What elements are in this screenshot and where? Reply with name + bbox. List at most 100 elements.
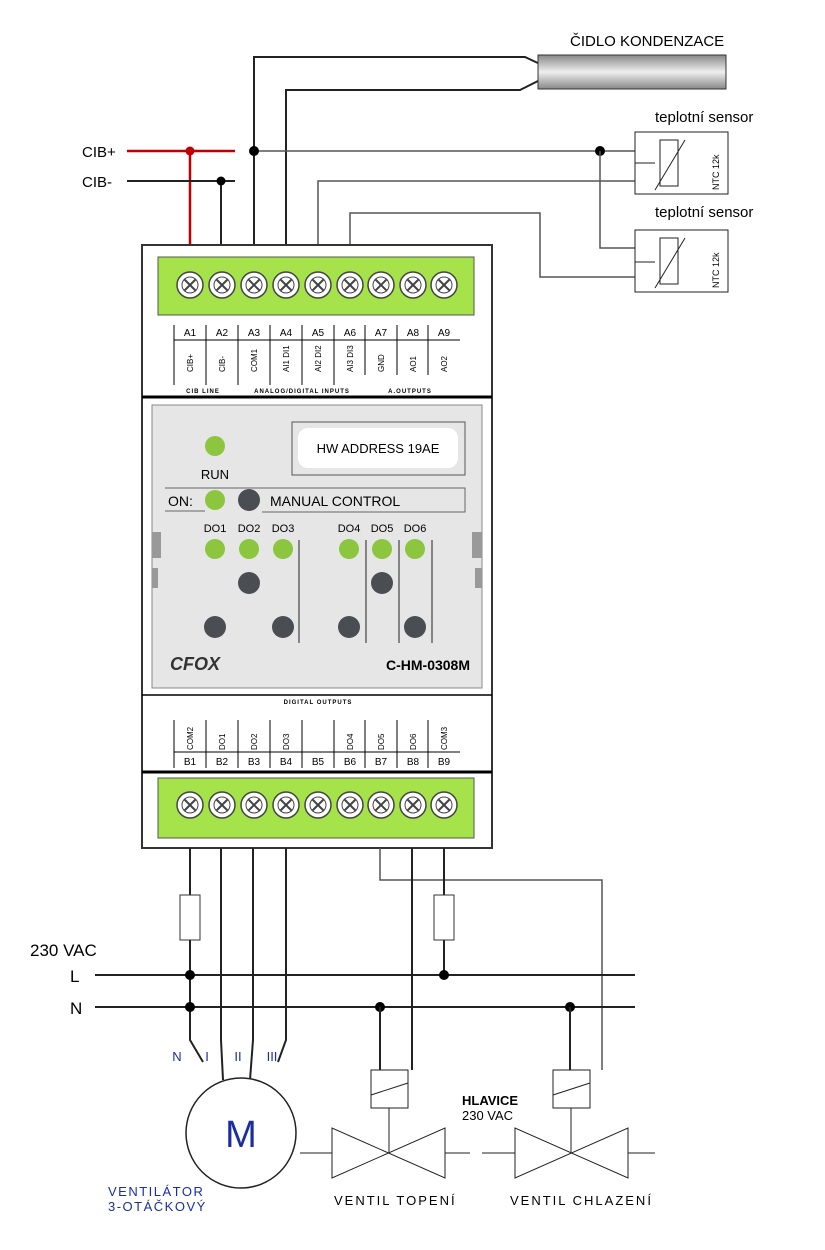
ntc-label: NTC 12k — [711, 154, 721, 190]
model-label: C-HM-0308M — [386, 657, 470, 673]
terminal-function: GND — [377, 354, 386, 372]
do-label: DO6 — [404, 523, 427, 535]
voltage-label: 230 VAC — [30, 941, 97, 960]
manual-control-label: MANUAL CONTROL — [270, 493, 400, 509]
terminal-label: A9 — [438, 328, 451, 339]
bottom-terminal-screw — [367, 791, 395, 819]
do-label: DO2 — [238, 523, 261, 535]
bottom-terminal-screw — [176, 791, 204, 819]
top-terminal-screw — [399, 271, 427, 299]
run-led — [205, 436, 225, 456]
terminal-function: DO6 — [409, 733, 418, 750]
do-led — [372, 539, 392, 559]
terminal-label: B8 — [407, 757, 420, 768]
cfox-logo: CFOX — [170, 654, 221, 674]
motor-terminal-n: N — [172, 1049, 181, 1064]
ntc-label: NTC 12k — [711, 252, 721, 288]
output-button[interactable] — [371, 572, 393, 594]
group-cib-line: CIB LINE — [186, 389, 220, 395]
terminal-label: A8 — [407, 328, 420, 339]
terminal-function: AO1 — [409, 355, 418, 372]
n-label: N — [70, 999, 82, 1018]
valve-cooling — [482, 1069, 655, 1179]
fuse — [433, 894, 455, 941]
terminal-label: A7 — [375, 328, 388, 339]
do-led — [239, 539, 259, 559]
output-button[interactable] — [404, 616, 426, 638]
do-label: DO3 — [272, 523, 295, 535]
bottom-terminal-screw — [336, 791, 364, 819]
group-analog-digital-inputs: ANALOG/DIGITAL INPUTS — [254, 389, 350, 395]
output-button[interactable] — [338, 616, 360, 638]
l-label: L — [70, 967, 79, 986]
cib-minus-label: CIB- — [82, 174, 112, 191]
top-terminal-screw — [176, 271, 204, 299]
manual-control-button[interactable] — [238, 489, 260, 511]
terminal-function: AI3 DI3 — [346, 345, 355, 372]
top-terminal-screw — [430, 271, 458, 299]
motor-terminal-2: II — [234, 1049, 241, 1064]
terminal-label: B7 — [375, 757, 388, 768]
motor-symbol: M — [225, 1114, 257, 1156]
terminal-function: COM3 — [440, 726, 449, 750]
bottom-wiring — [95, 848, 635, 1081]
module-c-hm-0308m: HW ADDRESS 19AE RUN ON: MANUAL CONTROL D… — [141, 244, 493, 849]
on-led — [205, 490, 225, 510]
top-terminal-screw — [208, 271, 236, 299]
terminal-label: B1 — [184, 757, 197, 768]
top-terminal-screw — [367, 271, 395, 299]
terminal-function: COM1 — [250, 348, 259, 372]
on-label: ON: — [168, 493, 193, 509]
do-led — [205, 539, 225, 559]
motor-terminal-3: III — [267, 1049, 278, 1064]
output-button[interactable] — [204, 616, 226, 638]
terminal-function: AO2 — [440, 355, 449, 372]
terminal-function: DO1 — [218, 733, 227, 750]
top-terminal-screw — [336, 271, 364, 299]
output-button[interactable] — [238, 572, 260, 594]
terminal-label: B4 — [280, 757, 293, 768]
terminal-label: A3 — [248, 328, 261, 339]
temp-sensor-label: teplotní sensor — [655, 204, 753, 221]
heads-label: HLAVICE — [462, 1093, 518, 1108]
terminal-label: A5 — [312, 328, 325, 339]
terminal-label: A2 — [216, 328, 229, 339]
top-terminal-screw — [304, 271, 332, 299]
temp-sensor-label: teplotní sensor — [655, 109, 753, 126]
terminal-label: B6 — [344, 757, 357, 768]
hw-address: HW ADDRESS 19AE — [317, 441, 440, 456]
do-led — [273, 539, 293, 559]
terminal-function: CIB- — [218, 356, 227, 372]
group-analog-outputs: A.OUTPUTS — [388, 389, 432, 395]
bottom-terminal-screw — [272, 791, 300, 819]
fuse — [179, 894, 201, 941]
bottom-terminal-screw — [304, 791, 332, 819]
motor-label-2: 3-OTÁČKOVÝ — [108, 1199, 207, 1214]
bottom-terminal-screw — [208, 791, 236, 819]
do-led — [405, 539, 425, 559]
valve-heating-label: VENTIL TOPENÍ — [334, 1193, 457, 1208]
terminal-label: A1 — [184, 328, 197, 339]
valve-heating — [300, 1069, 470, 1179]
terminal-function: DO3 — [282, 733, 291, 750]
terminal-function: CIB+ — [186, 354, 195, 372]
output-button[interactable] — [272, 616, 294, 638]
fan-motor: M N I II III VENTILÁTOR 3-OTÁČKOVÝ — [108, 1049, 297, 1214]
terminal-label: B5 — [312, 757, 325, 768]
do-led — [339, 539, 359, 559]
motor-label: VENTILÁTOR — [108, 1184, 204, 1199]
top-wiring — [127, 56, 635, 278]
terminal-label: B2 — [216, 757, 229, 768]
condensation-sensor-label: ČIDLO KONDENZACE — [570, 33, 724, 50]
bottom-terminal-screw — [430, 791, 458, 819]
valve-cooling-label: VENTIL CHLAZENÍ — [510, 1193, 653, 1208]
ntc-sensor-1: NTC 12k — [634, 131, 729, 195]
terminal-label: A4 — [280, 328, 293, 339]
terminal-function: DO2 — [250, 733, 259, 750]
do-label: DO4 — [338, 523, 361, 535]
top-terminal-screw — [240, 271, 268, 299]
terminal-label: B9 — [438, 757, 451, 768]
cib-plus-label: CIB+ — [82, 144, 116, 161]
terminal-function: DO5 — [377, 733, 386, 750]
